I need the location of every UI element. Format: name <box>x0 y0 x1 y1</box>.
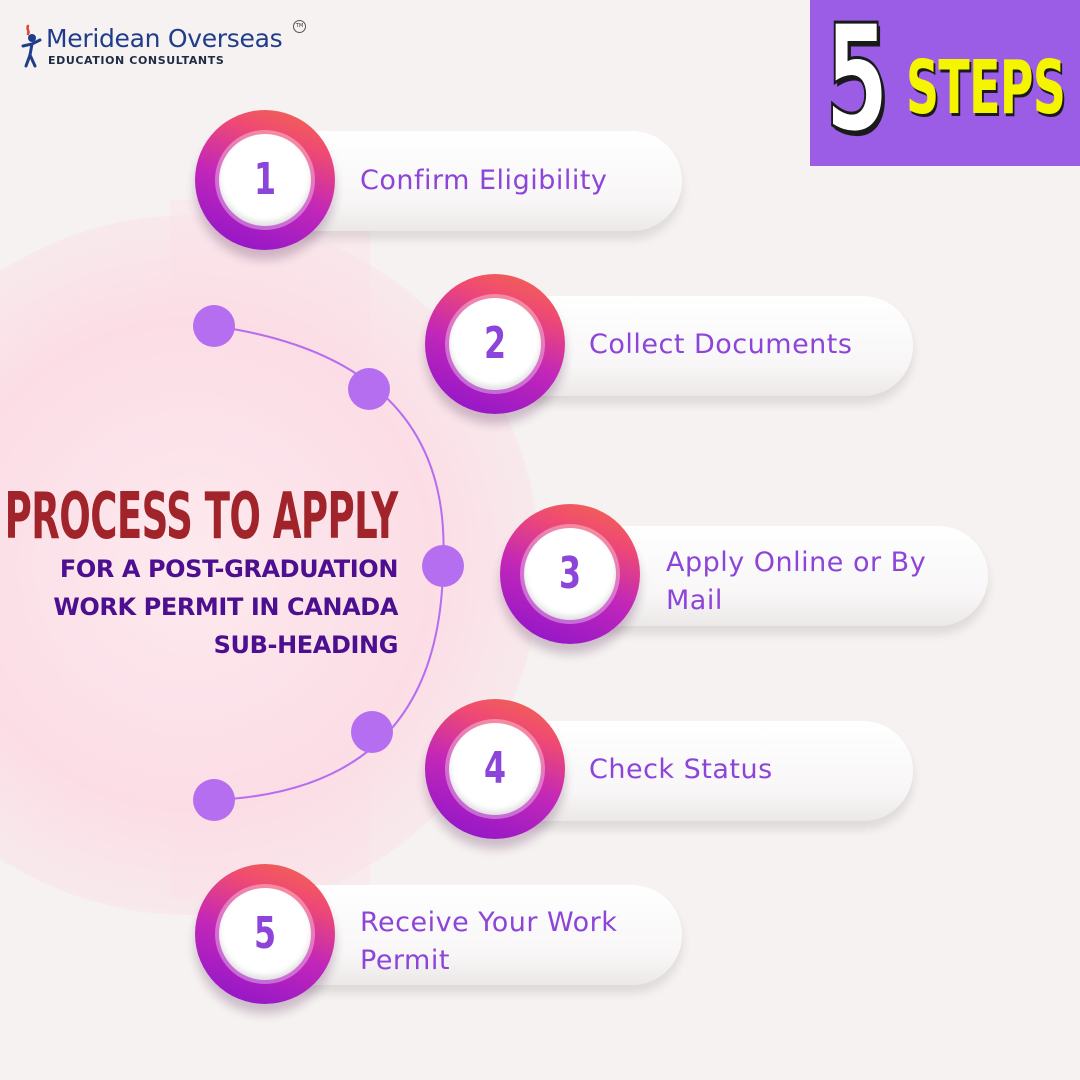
subtitle-line: FOR A POST-GRADUATION <box>59 555 399 583</box>
steps-badge: 5 STEPS <box>810 0 1080 166</box>
step-label: Apply Online or By Mail <box>666 547 927 616</box>
step-number-badge: 3 <box>500 504 640 644</box>
subtitle-line: SUB-HEADING <box>213 631 399 659</box>
step-number: 1 <box>253 154 277 205</box>
step-number-badge: 1 <box>195 110 335 250</box>
timeline-dot <box>348 368 390 410</box>
step-number: 4 <box>483 743 507 794</box>
step-number-badge: 5 <box>195 864 335 1004</box>
step-label: Receive Your Work Permit <box>360 907 618 976</box>
step-number: 5 <box>253 908 277 959</box>
timeline-dot <box>422 545 464 587</box>
pink-disc <box>0 215 540 915</box>
brand-tagline: EDUCATION CONSULTANTS <box>48 54 225 67</box>
timeline-dot <box>193 305 235 347</box>
step-number-badge: 2 <box>425 274 565 414</box>
heading-block: PROCESS TO APPLY FOR A POST-GRADUATION W… <box>0 480 399 664</box>
trademark-mark: TM <box>293 20 306 33</box>
timeline-dot <box>193 779 235 821</box>
page-title: PROCESS TO APPLY <box>4 480 399 554</box>
brand-name: Meridean Overseas <box>46 24 283 53</box>
person-icon <box>21 24 42 68</box>
steps-word: STEPS <box>906 45 1066 131</box>
timeline-dot <box>351 711 393 753</box>
steps-count: 5 <box>824 0 890 165</box>
step-number: 2 <box>483 318 507 369</box>
subtitle-line: WORK PERMIT IN CANADA <box>53 593 398 621</box>
step-label: Confirm Eligibility <box>360 165 608 196</box>
brand-logo: Meridean Overseas EDUCATION CONSULTANTS … <box>18 20 306 70</box>
step-number: 3 <box>558 548 582 599</box>
step-label: Check Status <box>589 754 773 785</box>
step-number-badge: 4 <box>425 699 565 839</box>
step-label: Collect Documents <box>589 329 853 360</box>
